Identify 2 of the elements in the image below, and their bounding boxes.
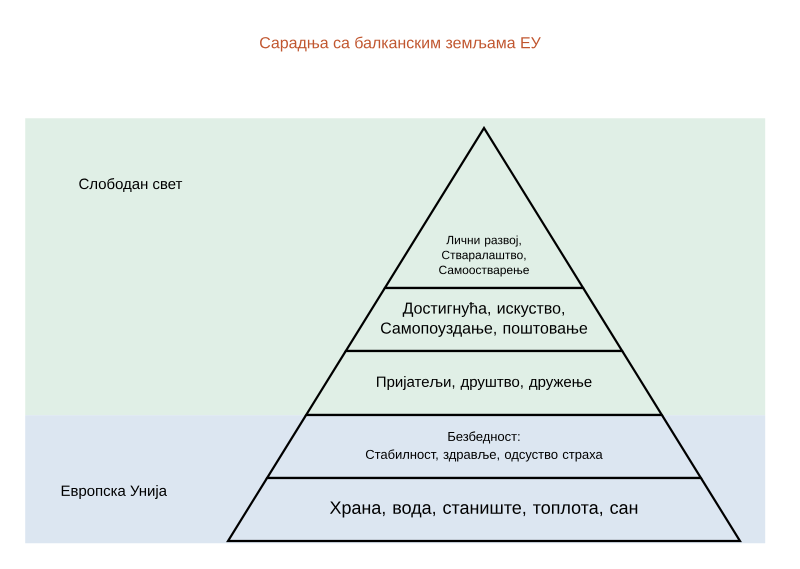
- node-label: Храна, вода, станиште, топлота, сан: [330, 501, 638, 518]
- title: Сарадња са балканским земљама ЕУ: [260, 36, 541, 52]
